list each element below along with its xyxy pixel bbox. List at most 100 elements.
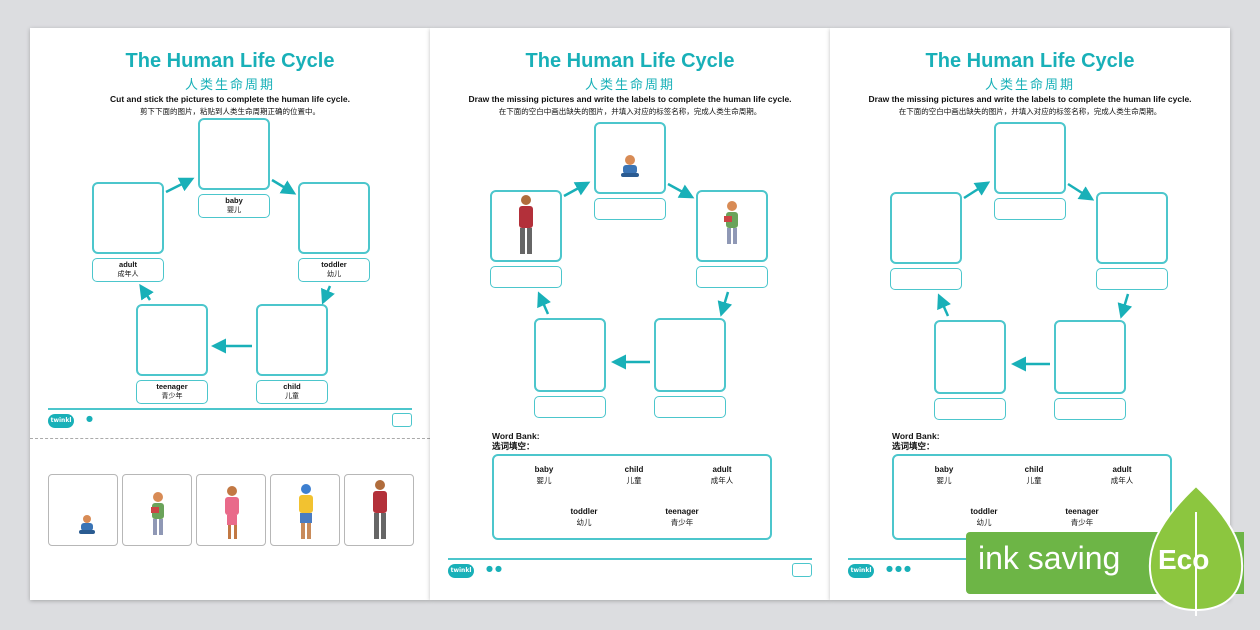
- label-box-toddler-blank[interactable]: [1096, 268, 1168, 290]
- picture-box-teenager-blank[interactable]: [534, 318, 606, 392]
- adult-figure: [519, 195, 533, 254]
- instruction-english: Draw the missing pictures and write the …: [468, 94, 792, 104]
- instruction-english: Cut and stick the pictures to complete t…: [110, 94, 350, 104]
- twinkl-logo: twinkl: [48, 414, 74, 428]
- label-box-teenager-blank[interactable]: [934, 398, 1006, 420]
- picture-box-toddler-blank[interactable]: [1096, 192, 1168, 264]
- word-en: baby: [934, 465, 954, 474]
- picture-card-toddler: [122, 474, 192, 546]
- word-cn: 幼儿: [976, 518, 992, 527]
- word-teenager: teenager 青少年: [1052, 506, 1112, 528]
- word-bank-title-cn: 选词填空：: [492, 441, 535, 451]
- word-bank-title: Word Bank: 选词填空：: [892, 431, 940, 451]
- label-en: teenager: [156, 382, 188, 391]
- baby-figure: [79, 515, 95, 534]
- label-box-child: child 儿童: [256, 380, 328, 404]
- label-cn: 幼儿: [327, 271, 341, 278]
- word-cn: 青少年: [670, 518, 694, 527]
- label-box-baby-blank[interactable]: [594, 198, 666, 220]
- label-box-child-blank[interactable]: [1054, 398, 1126, 420]
- picture-card-baby: [48, 474, 118, 546]
- word-adult: adult 成年人: [692, 464, 752, 486]
- picture-box-child-blank[interactable]: [654, 318, 726, 392]
- twinkl-logo: twinkl: [448, 564, 474, 578]
- worksheet-page-3: The Human Life Cycle 人类生命周期 Draw the mis…: [830, 28, 1230, 600]
- footer-logo-icon: [792, 563, 812, 577]
- label-cn: 青少年: [161, 393, 183, 400]
- word-en: child: [1024, 465, 1044, 474]
- picture-box-adult: [490, 190, 562, 262]
- picture-box-baby: [594, 122, 666, 194]
- cycle-arrows: [537, 181, 733, 370]
- label-cn: 婴儿: [227, 207, 241, 214]
- word-cn: 儿童: [1026, 476, 1042, 485]
- word-child: child 儿童: [1004, 464, 1064, 486]
- page-dots: ●●: [486, 564, 504, 573]
- word-baby: baby 婴儿: [914, 464, 974, 486]
- cycle-arrows: [139, 177, 335, 354]
- page-title: The Human Life Cycle: [125, 50, 335, 72]
- picture-box-child: [256, 304, 328, 376]
- word-cn: 婴儿: [936, 476, 952, 485]
- page-dots: ●: [86, 414, 95, 423]
- word-cn: 青少年: [1070, 518, 1094, 527]
- worksheet-page-1: The Human Life Cycle 人类生命周期 Cut and stic…: [30, 28, 430, 600]
- word-child: child 儿童: [604, 464, 664, 486]
- toddler-figure: [151, 492, 164, 535]
- label-box-adult-blank[interactable]: [890, 268, 962, 290]
- picture-box-teenager: [136, 304, 208, 376]
- footer-logo-icon: [392, 413, 412, 427]
- label-box-adult: adult 成年人: [92, 258, 164, 282]
- instruction-english: Draw the missing pictures and write the …: [868, 94, 1192, 104]
- word-en: toddler: [970, 507, 998, 516]
- page-dots: ●●●: [886, 564, 913, 573]
- word-en: teenager: [665, 507, 699, 516]
- picture-box-baby-blank[interactable]: [994, 122, 1066, 194]
- page-title: The Human Life Cycle: [525, 50, 735, 72]
- picture-box-baby: [198, 118, 270, 190]
- picture-card-teenager: [270, 474, 340, 546]
- picture-box-teenager-blank[interactable]: [934, 320, 1006, 394]
- ink-saving-text: ink saving: [978, 540, 1121, 576]
- instruction-chinese: 在下面的空白中画出缺失的图片，并填入对应的标签名称，完成人类生命周期。: [898, 107, 1162, 116]
- word-bank-title-en: Word Bank:: [892, 431, 940, 441]
- label-cn: 儿童: [285, 393, 299, 400]
- word-baby: baby 婴儿: [514, 464, 574, 486]
- word-bank-box: baby 婴儿 child 儿童 adult 成年人 toddler 幼儿 te…: [492, 454, 772, 540]
- page-subtitle: 人类生命周期: [584, 78, 675, 93]
- word-en: teenager: [1065, 507, 1099, 516]
- twinkl-logo: twinkl: [848, 564, 874, 578]
- picture-box-child-blank[interactable]: [1054, 320, 1126, 394]
- word-bank-box: baby 婴儿 child 儿童 adult 成年人 toddler 幼儿 te…: [892, 454, 1172, 540]
- page-subtitle: 人类生命周期: [184, 78, 275, 93]
- instruction-chinese: 剪下下面的图片，粘贴到人类生命周期正确的位置中。: [140, 107, 320, 116]
- page-subtitle: 人类生命周期: [984, 78, 1075, 93]
- picture-box-toddler: [696, 190, 768, 262]
- word-en: child: [624, 465, 644, 474]
- label-box-child-blank[interactable]: [654, 396, 726, 418]
- word-bank-title-en: Word Bank:: [492, 431, 540, 441]
- word-en: adult: [712, 465, 732, 474]
- footer-divider: [48, 408, 412, 410]
- label-en: adult: [119, 260, 137, 269]
- eco-text: Eco: [1158, 544, 1210, 575]
- worksheet-page-2: The Human Life Cycle 人类生命周期 Draw the mis…: [430, 28, 830, 600]
- label-box-teenager-blank[interactable]: [534, 396, 606, 418]
- picture-card-child: [196, 474, 266, 546]
- label-cn: 成年人: [117, 271, 139, 278]
- cut-line: [30, 438, 430, 439]
- adult-figure: [373, 480, 387, 539]
- instruction-chinese: 在下面的空白中画出缺失的图片，并填入对应的标签名称，完成人类生命周期。: [498, 107, 762, 116]
- word-en: toddler: [570, 507, 598, 516]
- word-toddler: toddler 幼儿: [554, 506, 614, 528]
- picture-box-adult-blank[interactable]: [890, 192, 962, 264]
- label-box-baby-blank[interactable]: [994, 198, 1066, 220]
- label-box-baby: baby 婴儿: [198, 194, 270, 218]
- child-figure: [225, 486, 239, 539]
- picture-box-toddler: [298, 182, 370, 254]
- word-cn: 成年人: [1110, 476, 1134, 485]
- word-cn: 幼儿: [576, 518, 592, 527]
- label-box-toddler-blank[interactable]: [696, 266, 768, 288]
- label-box-adult-blank[interactable]: [490, 266, 562, 288]
- cycle-arrows: [937, 181, 1133, 372]
